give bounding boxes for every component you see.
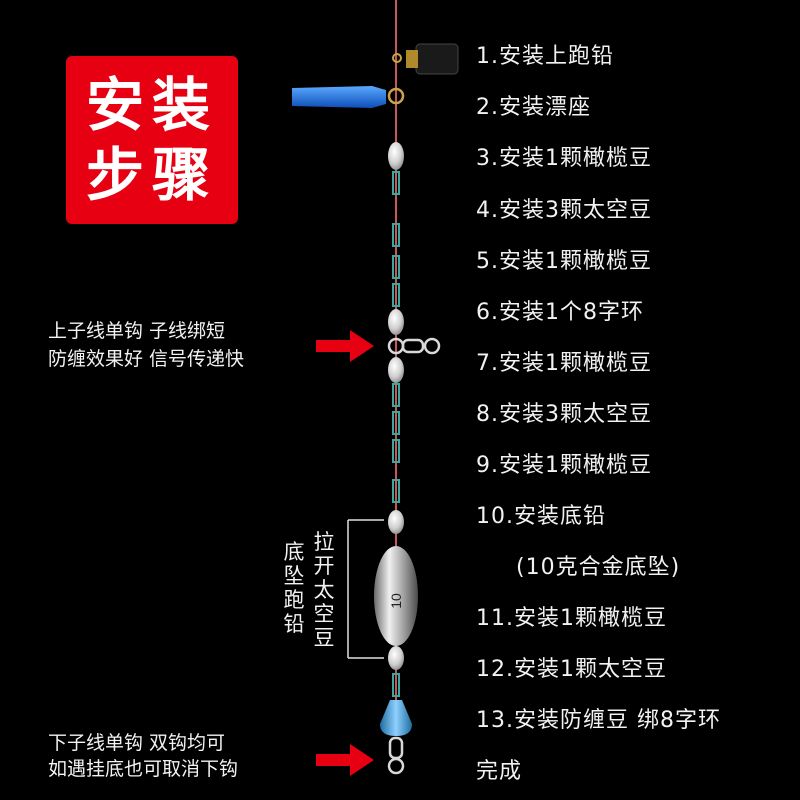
step-11: 11.安装1颗橄榄豆 (476, 606, 667, 631)
upper-hook-note-line-2: 防缠效果好 信号传递快 (48, 348, 245, 370)
float-seat-icon (292, 86, 405, 108)
olive-bead-icon (388, 309, 404, 335)
space-beads-icon (392, 383, 400, 503)
spread-beads-label: 拉开太空豆 (313, 530, 335, 650)
olive-bead-icon (388, 646, 404, 670)
step-7: 7.安装1颗橄榄豆 (476, 351, 652, 376)
swivel-icon (387, 337, 441, 355)
upper-hook-note-line-1: 上子线单钩 子线绑短 (48, 320, 226, 342)
title-box: 安装 步骤 (66, 56, 238, 224)
title-line-2: 步骤 (85, 141, 218, 209)
top-running-lead-icon (392, 43, 459, 75)
space-beads-icon (392, 171, 400, 279)
spacing-bracket (347, 519, 384, 659)
weight-mark: 10 (388, 593, 404, 609)
title-line-1: 安装 (85, 71, 218, 139)
step-9: 9.安装1颗橄榄豆 (476, 453, 652, 478)
step-5: 5.安装1颗橄榄豆 (476, 249, 652, 274)
step-10: 10.安装底铅 (476, 504, 606, 529)
lower-hook-note-line-1: 下子线单钩 双钩均可 (48, 732, 226, 754)
arrow-icon (316, 744, 374, 776)
bottom-lead-icon: 10 (374, 546, 418, 646)
step-8: 8.安装3颗太空豆 (476, 402, 652, 427)
arrow-icon (316, 330, 374, 362)
swivel-icon (387, 736, 405, 775)
anti-tangle-bead-icon (380, 700, 412, 736)
olive-bead-icon (388, 357, 404, 383)
step-2: 2.安装漂座 (476, 95, 591, 120)
space-beads-icon (392, 283, 400, 307)
step-12: 12.安装1颗太空豆 (476, 657, 667, 682)
step-13: 13.安装防缠豆 绑8字环 (476, 708, 721, 733)
step-10-detail: (10克合金底坠) (516, 555, 681, 580)
step-4: 4.安装3颗太空豆 (476, 198, 652, 223)
step-done: 完成 (476, 759, 523, 784)
olive-bead-icon (388, 142, 404, 170)
space-beads-icon (392, 673, 400, 697)
step-1: 1.安装上跑铅 (476, 44, 614, 69)
lower-hook-note-line-2: 如遇挂底也可取消下钩 (48, 758, 239, 780)
step-6: 6.安装1个8字环 (476, 300, 644, 325)
step-3: 3.安装1颗橄榄豆 (476, 146, 652, 171)
bottom-lead-label: 底坠跑铅 (283, 540, 305, 636)
olive-bead-icon (388, 510, 404, 534)
